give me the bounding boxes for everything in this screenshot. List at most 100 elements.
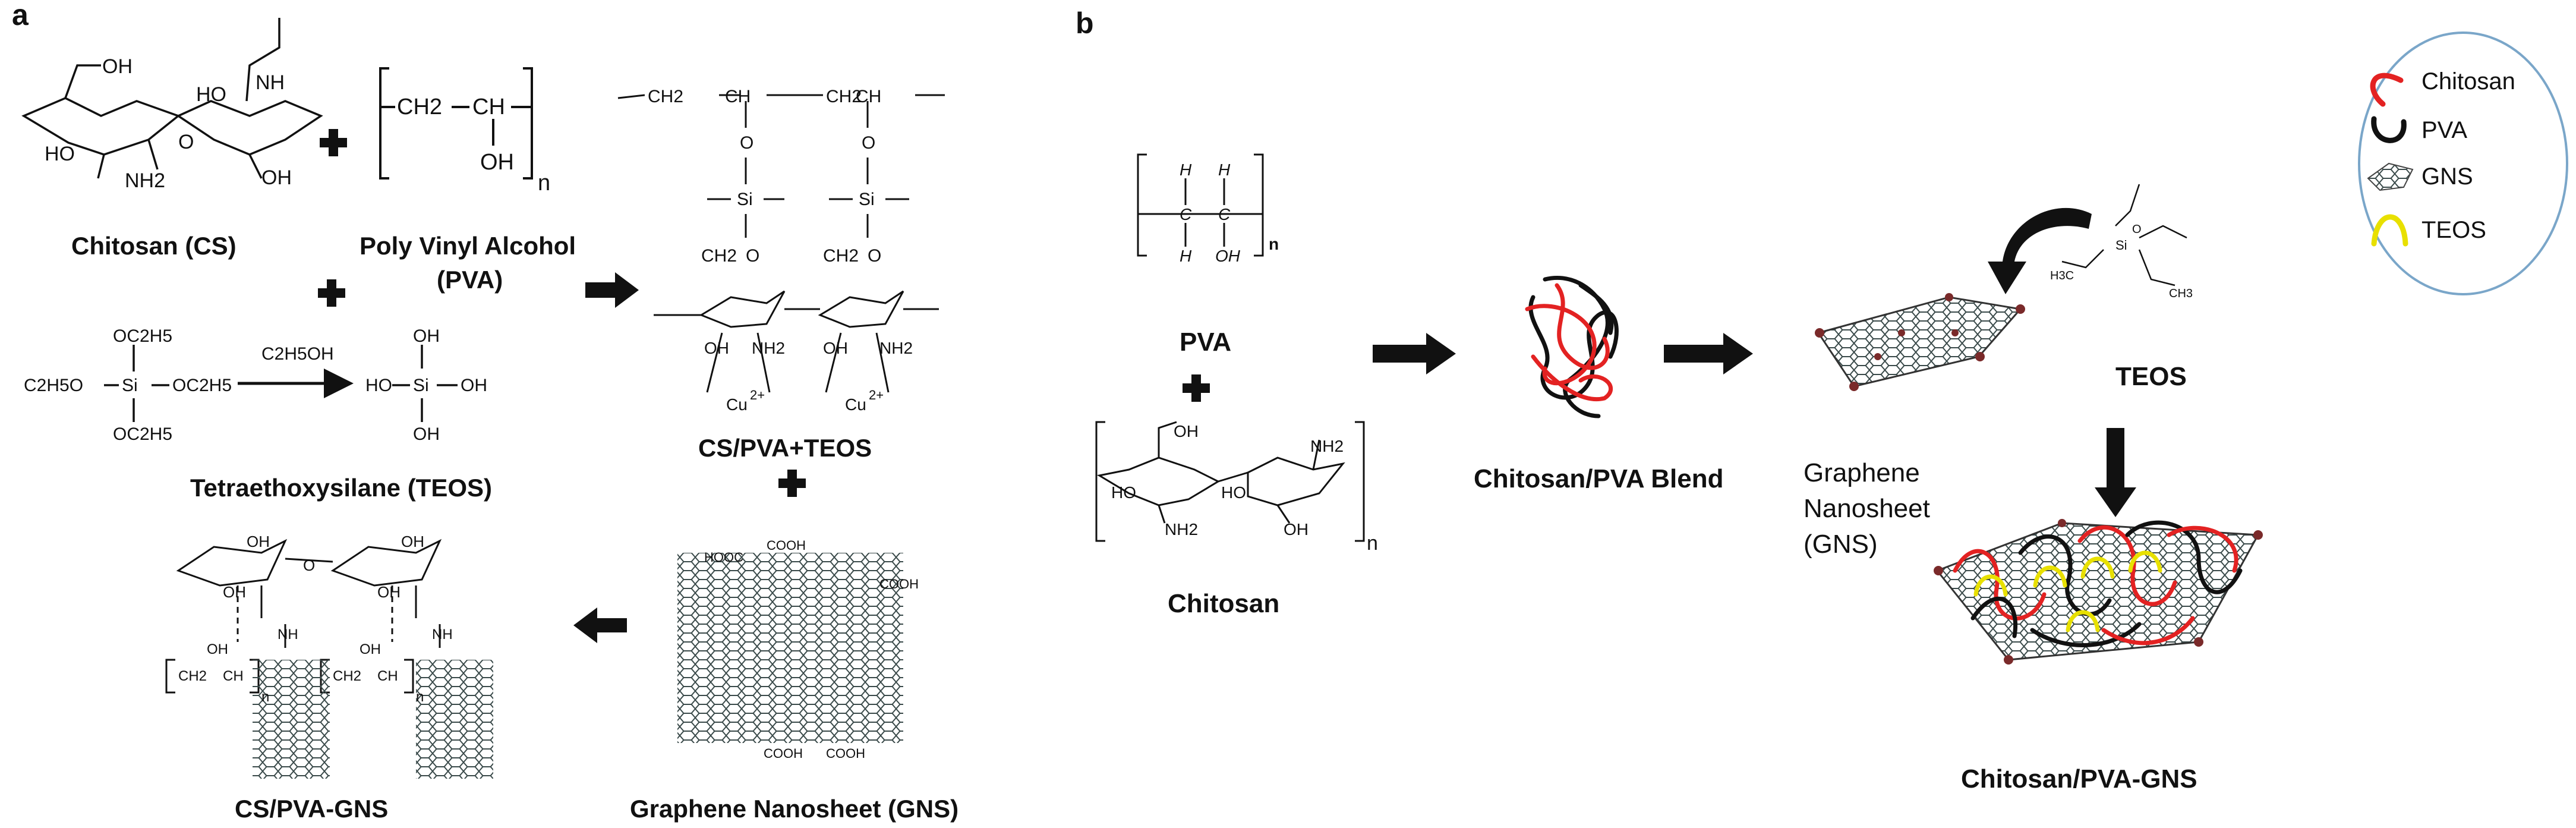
chitosan-b-ho-2: HO — [1221, 483, 1246, 502]
teos-oc2h5-right: OC2H5 — [172, 376, 232, 395]
xlink-ch-1: CH — [725, 87, 751, 106]
pva-ch2: CH2 — [397, 95, 442, 119]
yellow-arc-icon — [2371, 214, 2408, 247]
panel-a-letter: a — [12, 0, 29, 32]
arrow-right-icon — [585, 272, 639, 308]
arrow-right-icon — [1373, 333, 1456, 374]
xlink-nh2-1: NH2 — [752, 339, 785, 357]
xlink-cu-charge-2: 2+ — [869, 388, 884, 402]
chitosan-oh-1: OH — [102, 55, 133, 78]
xlink-cu-charge-1: 2+ — [750, 388, 765, 402]
chitosan-b-nh2-1: NH2 — [1165, 520, 1198, 539]
graphene-sheet-icon — [1817, 296, 2022, 388]
chitosan-nh: NH — [256, 71, 285, 94]
csgns-oh-6: OH — [360, 641, 381, 657]
chitosan-b-nh2-2: NH2 — [1310, 437, 1344, 455]
silanol-ho: HO — [365, 376, 392, 395]
gns-hooc: HOOC — [704, 550, 743, 565]
gns-label-a: Graphene Nanosheet (GNS) — [630, 795, 958, 823]
gns-cooh-1: COOH — [767, 538, 806, 553]
pva-structure-b — [1137, 153, 1264, 257]
chitosan-label: Chitosan (CS) — [71, 232, 237, 260]
csgns-ch-1: CH — [223, 668, 244, 684]
teos-structure-b — [2061, 184, 2187, 287]
chitosan-structure-b — [1095, 421, 1365, 542]
pva-b-h-3: H — [1180, 247, 1192, 265]
gns-atoms — [1815, 293, 2025, 391]
pva-b-n: n — [1269, 235, 1279, 253]
pva-b-c-1: C — [1180, 205, 1192, 223]
plus-icon — [778, 470, 806, 497]
chitosan-b-label: Chitosan — [1168, 589, 1279, 618]
xlink-si-2: Si — [859, 190, 875, 209]
pva-label-2: (PVA) — [437, 266, 503, 294]
pva-b-h-1: H — [1180, 160, 1192, 179]
chitosan-ho-1: HO — [45, 143, 75, 165]
product-label: Chitosan/PVA-GNS — [1961, 764, 2197, 794]
csgns-oh-1: OH — [247, 533, 270, 550]
chitosan-nh2-1: NH2 — [125, 169, 165, 192]
gns-b-label-1: Graphene — [1803, 458, 1920, 487]
graphene-sheet-icon — [2367, 162, 2414, 191]
teos-oc2h5-top: OC2H5 — [113, 326, 172, 346]
teos-structure — [104, 345, 458, 422]
cs-pva-teos-label: CS/PVA+TEOS — [698, 434, 872, 462]
chitosan-b-oh-1: OH — [1174, 422, 1199, 440]
plus-icon — [320, 129, 347, 156]
xlink-ch2-1: CH2 — [648, 87, 683, 106]
teos-si: Si — [122, 376, 138, 395]
silanol-oh-bottom: OH — [413, 424, 440, 444]
csgns-oh-3: OH — [223, 583, 246, 601]
arrow-left-icon — [573, 607, 627, 643]
legend-label-teos: TEOS — [2421, 217, 2486, 243]
chitosan-ho-2: HO — [196, 83, 226, 106]
csgns-ch2-2: CH2 — [333, 668, 361, 684]
teos-c2h5o: C2H5O — [24, 376, 83, 395]
black-arc-icon — [2371, 116, 2407, 143]
arrow-down-icon — [2095, 428, 2136, 517]
csgns-ch2-1: CH2 — [178, 668, 207, 684]
xlink-cu-1: Cu — [726, 395, 748, 414]
xlink-ch2-4: CH2 — [823, 246, 859, 266]
pva-n: n — [538, 171, 550, 196]
legend-label-pva: PVA — [2421, 117, 2467, 143]
chitosan-structure — [21, 18, 323, 179]
csgns-o: O — [303, 556, 315, 574]
xlink-oh-1: OH — [704, 339, 729, 357]
composite-teos-arcs — [1973, 550, 2162, 632]
pva-b-h-2: H — [1218, 160, 1231, 179]
csgns-oh-4: OH — [377, 583, 401, 601]
legend: Chitosan PVA GNS TEOS — [2358, 32, 2568, 295]
xlink-o-2: O — [862, 133, 875, 153]
gns-b-label-2: Nanosheet — [1803, 494, 1930, 523]
chitosan-o-link: O — [178, 131, 194, 153]
teos-label: Tetraethoxysilane (TEOS) — [190, 474, 492, 502]
chitosan-b-ho-1: HO — [1111, 483, 1136, 502]
xlink-o-1: O — [740, 133, 753, 153]
gns-cooh-2: COOH — [879, 577, 919, 591]
xlink-si-1: Si — [737, 190, 753, 209]
plus-icon — [1183, 374, 1210, 402]
legend-label-chitosan: Chitosan — [2421, 68, 2515, 95]
pva-b-c-2: C — [1218, 205, 1231, 223]
plus-icon — [318, 279, 345, 307]
pva-b-label: PVA — [1180, 328, 1231, 357]
pva-structure — [379, 67, 533, 180]
gns-cooh-4: COOH — [826, 746, 865, 761]
xlink-o-4: O — [868, 246, 881, 266]
pva-ch: CH — [472, 95, 505, 119]
xlink-ch2-2: CH2 — [826, 87, 862, 106]
arrow-right-icon — [1664, 333, 1753, 374]
gns-sheet-1 — [253, 660, 330, 779]
cs-pva-gns-label: CS/PVA-GNS — [235, 795, 388, 823]
csgns-oh-2: OH — [401, 533, 424, 550]
crosslinked-structure — [617, 94, 945, 393]
pva-label-1: Poly Vinyl Alcohol — [360, 232, 576, 260]
blend-label: Chitosan/PVA Blend — [1474, 464, 1723, 493]
gns-cooh-3: COOH — [764, 746, 803, 761]
teos-b-ch3: CH3 — [2169, 287, 2193, 300]
xlink-nh2-2: NH2 — [879, 339, 913, 357]
reagent-label: C2H5OH — [261, 344, 334, 364]
csgns-nh-1: NH — [278, 626, 298, 643]
xlink-o-3: O — [746, 246, 759, 266]
